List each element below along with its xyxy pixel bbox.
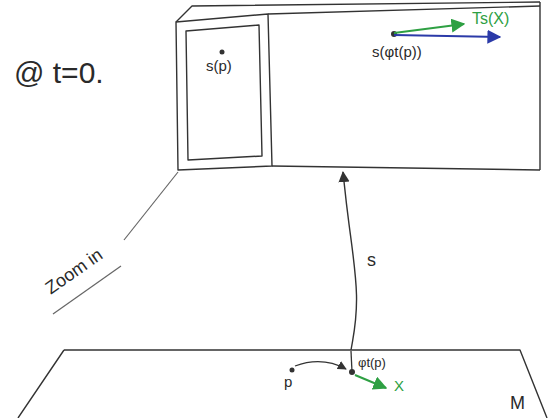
point-dot: [220, 50, 225, 55]
time-note: @ t=0.: [14, 56, 104, 89]
vector-arrow: [355, 375, 386, 388]
manifold-label: M: [510, 394, 525, 414]
outline-stroke: [18, 350, 547, 418]
base-manifold: p φt(p) X M: [14, 350, 550, 418]
outline-stroke: [176, 14, 272, 170]
node-outline: [14, 350, 550, 418]
point-label: s(p): [206, 58, 232, 75]
vector-arrow: [394, 35, 500, 37]
point-label: s(φt(p)): [372, 44, 422, 61]
point-label: φt(p): [358, 356, 386, 370]
map-arrow: [343, 172, 357, 350]
zoom-line: [124, 172, 178, 240]
point-label: p: [284, 374, 292, 391]
outline-stroke: [272, 166, 540, 170]
zoom-note: Zoom in: [42, 245, 107, 299]
vector-label: Ts(X): [472, 10, 509, 28]
vector-label: X: [394, 378, 404, 395]
section-stem: [351, 351, 352, 372]
flow-arrow: [295, 362, 346, 369]
outline-stroke: [539, 2, 540, 170]
outline-stroke: [186, 25, 262, 160]
point-dot: [290, 368, 295, 373]
vector-arrow: [394, 24, 464, 33]
fibre-box: s(p) s(φt(p)) Ts(X): [168, 0, 546, 172]
map-label: s: [367, 251, 376, 271]
